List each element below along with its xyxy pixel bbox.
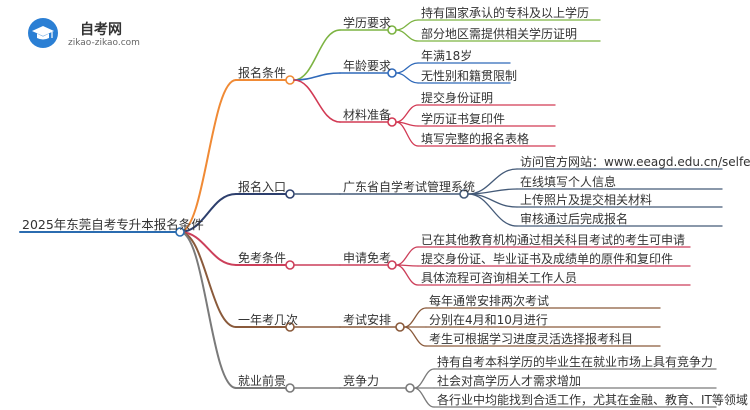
graduation-cap-icon bbox=[32, 26, 54, 40]
leaf-connector bbox=[395, 246, 419, 266]
sub-exam-schedule[interactable]: 考试安排 bbox=[343, 313, 392, 327]
branch-connector bbox=[179, 231, 237, 328]
leaf-node[interactable]: 年满18岁 bbox=[421, 49, 473, 63]
root-topic[interactable]: 2025年东莞自考专升本报名条件 bbox=[22, 217, 204, 232]
leaf-node[interactable]: 持有自考本科学历的毕业生在就业市场上具有竞争力 bbox=[437, 355, 714, 369]
sub-apply-exemption[interactable]: 申请免考 bbox=[343, 251, 392, 265]
leaf-connector bbox=[395, 62, 419, 74]
leaf-connector bbox=[395, 19, 419, 31]
branch-registration-conditions[interactable]: 报名条件 bbox=[238, 66, 287, 80]
leaf-connector bbox=[395, 264, 419, 286]
branch-connector bbox=[179, 231, 237, 389]
leaf-node[interactable]: 社会对高学历人才需求增加 bbox=[437, 374, 582, 388]
leaf-connector bbox=[395, 29, 419, 42]
sub-material-preparation[interactable]: 材料准备 bbox=[343, 108, 392, 122]
leaf-node-link[interactable]: 访问官方网站：www.eeagd.edu.cn/selfec/ bbox=[520, 155, 750, 169]
leaf-connector bbox=[403, 326, 427, 347]
branch-employment-prospects[interactable]: 就业前景 bbox=[238, 374, 287, 388]
branch-expand-toggle[interactable] bbox=[285, 260, 295, 270]
leaf-connector bbox=[413, 387, 435, 408]
leaf-node[interactable]: 上传照片及提交相关材料 bbox=[520, 193, 653, 207]
sub-connector bbox=[293, 72, 341, 81]
branch-expand-toggle[interactable] bbox=[285, 75, 295, 85]
sub-expand-toggle[interactable] bbox=[405, 383, 415, 393]
leaf-node[interactable]: 无性别和籍贯限制 bbox=[421, 69, 518, 83]
leaf-connector bbox=[395, 72, 419, 84]
sub-connector bbox=[293, 79, 341, 123]
leaf-node[interactable]: 已在其他教育机构通过相关科目考试的考生可申请 bbox=[421, 233, 686, 247]
leaf-node[interactable]: 各行业中均能找到合适工作，尤其在金融、教育、IT等领域 bbox=[437, 393, 748, 407]
leaf-node[interactable]: 审核通过后完成报名 bbox=[520, 212, 629, 226]
sub-education-requirement[interactable]: 学历要求 bbox=[343, 16, 392, 30]
leaf-node[interactable]: 部分地区需提供相关学历证明 bbox=[421, 27, 578, 41]
leaf-node[interactable]: 提交身份证明 bbox=[421, 91, 494, 105]
branch-exams-per-year[interactable]: 一年考几次 bbox=[238, 313, 299, 327]
sub-expand-toggle[interactable] bbox=[395, 322, 405, 332]
sub-age-requirement[interactable]: 年龄要求 bbox=[343, 59, 392, 73]
leaf-node[interactable]: 分别在4月和10月进行 bbox=[429, 313, 548, 327]
branch-exemption-conditions[interactable]: 免考条件 bbox=[238, 251, 287, 265]
site-logo[interactable]: 自考网 zikao-zikao.com bbox=[28, 16, 146, 50]
branch-expand-toggle[interactable] bbox=[285, 383, 295, 393]
sub-connector bbox=[293, 29, 341, 81]
branch-registration-entry[interactable]: 报名入口 bbox=[238, 180, 287, 194]
leaf-connector bbox=[467, 193, 518, 227]
branch-connector bbox=[179, 79, 237, 233]
root-expand-toggle[interactable] bbox=[175, 227, 185, 237]
leaf-connector bbox=[395, 121, 419, 147]
branch-connector bbox=[179, 193, 237, 233]
leaf-node[interactable]: 持有国家承认的专科及以上学历 bbox=[421, 6, 590, 20]
sub-exam-management-system[interactable]: 广东省自学考试管理系统 bbox=[343, 180, 476, 194]
leaf-node[interactable]: 每年通常安排两次考试 bbox=[429, 294, 550, 308]
logo-badge bbox=[28, 18, 58, 48]
leaf-node[interactable]: 提交身份证、毕业证书及成绩单的原件和复印件 bbox=[421, 252, 674, 266]
logo-title: 自考网 bbox=[80, 22, 122, 38]
logo-subtitle: zikao-zikao.com bbox=[68, 38, 140, 48]
leaf-connector bbox=[467, 168, 518, 195]
leaf-node[interactable]: 考生可根据学习进度灵活选择报考科目 bbox=[429, 332, 634, 346]
leaf-node[interactable]: 在线填写个人信息 bbox=[520, 175, 617, 189]
leaf-node[interactable]: 填写完整的报名表格 bbox=[421, 132, 530, 146]
leaf-node[interactable]: 具体流程可咨询相关工作人员 bbox=[421, 271, 578, 285]
leaf-connector bbox=[467, 188, 518, 195]
leaf-node[interactable]: 学历证书复印件 bbox=[421, 112, 506, 126]
leaf-connector bbox=[403, 307, 427, 328]
branch-expand-toggle[interactable] bbox=[285, 189, 295, 199]
branch-connector bbox=[179, 231, 237, 266]
sub-competitiveness[interactable]: 竞争力 bbox=[343, 374, 380, 388]
leaf-connector bbox=[395, 104, 419, 123]
leaf-connector bbox=[413, 368, 435, 389]
